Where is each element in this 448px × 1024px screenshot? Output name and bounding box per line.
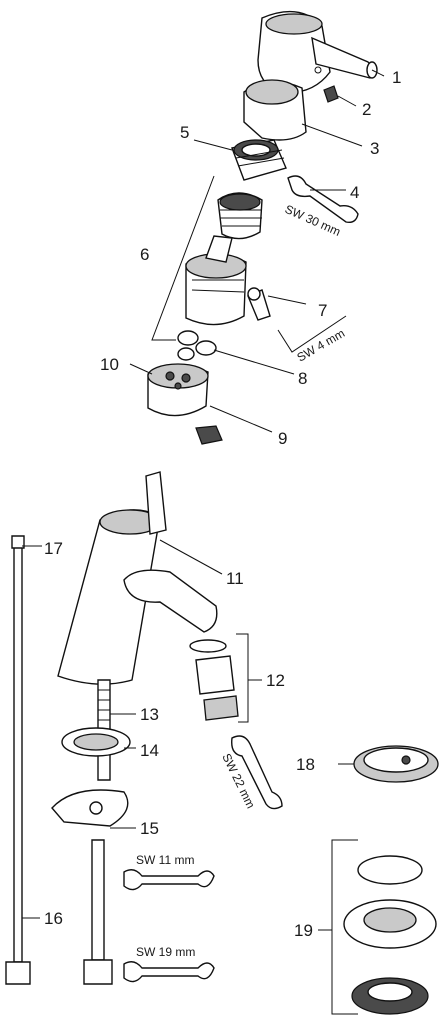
part-8-seals: [177, 330, 217, 361]
label-sw-19: SW 19 mm: [136, 945, 195, 959]
part-12-aerator: [189, 633, 249, 723]
part-14-washer: [61, 727, 131, 757]
part-18-drain-cap: [353, 745, 439, 783]
label-sw-11: SW 11 mm: [136, 853, 194, 867]
part-11-spout-body: [57, 471, 218, 685]
callout-14: 14: [140, 741, 159, 760]
part-16-supply-hose-left: [5, 535, 31, 985]
part-2-grub-screw: [323, 85, 339, 103]
leader-lines-upper: [129, 69, 385, 433]
part-10-base-plate: [147, 363, 209, 417]
callout-1: 1: [392, 68, 401, 87]
callout-5: 5: [180, 123, 189, 142]
callout-3: 3: [370, 139, 379, 158]
callout-17: 17: [44, 539, 63, 558]
wrench-sw-11-icon: [123, 869, 215, 891]
part-6-cartridge: [151, 175, 263, 341]
part-19-waste-set: [331, 839, 437, 1015]
callout-6: 6: [140, 245, 149, 264]
callout-8: 8: [298, 369, 307, 388]
callout-19: 19: [294, 921, 313, 940]
allen-key-sw-4-icon: [277, 315, 347, 353]
callout-4: 4: [350, 183, 359, 202]
part-9-clip: [195, 425, 223, 445]
callout-9: 9: [278, 429, 287, 448]
callout-2: 2: [362, 100, 371, 119]
leader-lines-lower: [22, 539, 354, 931]
callout-10: 10: [100, 355, 119, 374]
part-3-cover-cap: [243, 79, 307, 141]
wrench-sw-19-icon: [123, 961, 215, 983]
callout-18: 18: [296, 755, 315, 774]
callout-15: 15: [140, 819, 159, 838]
part-7-screw: [247, 287, 271, 321]
part-5-nut: [231, 139, 287, 181]
callout-7: 7: [318, 301, 327, 320]
callout-13: 13: [140, 705, 159, 724]
callout-16: 16: [44, 909, 63, 928]
part-1-lever-handle: [257, 10, 378, 94]
callout-12: 12: [266, 671, 285, 690]
callout-11: 11: [226, 569, 244, 588]
wrench-sw-30-icon: [287, 175, 359, 224]
wrench-sw-22-icon: [231, 735, 283, 810]
part-15-fixing-plate: [51, 789, 129, 827]
part-16-supply-hose-right: [83, 839, 113, 985]
